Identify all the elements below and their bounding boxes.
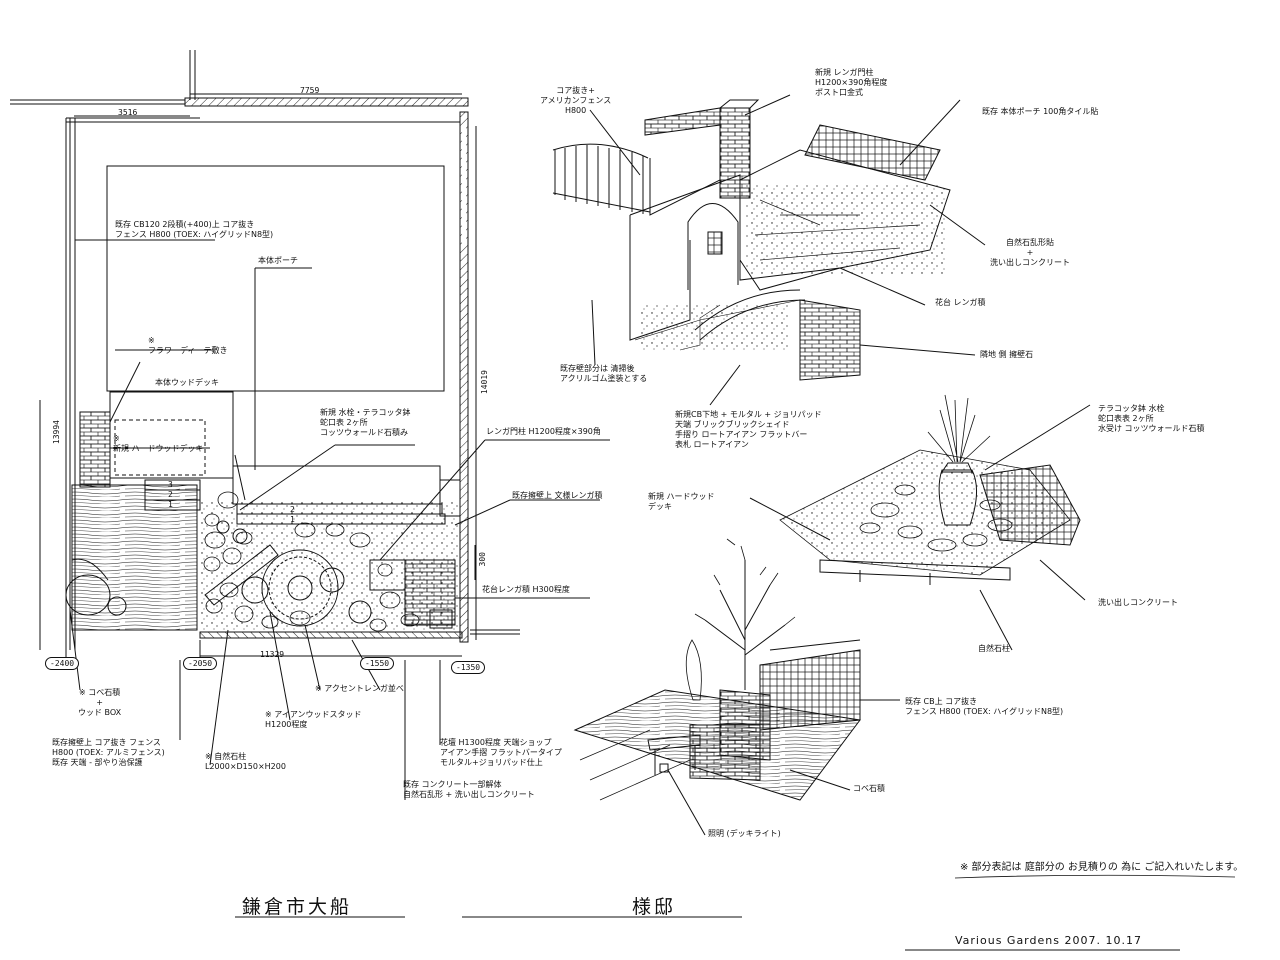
dim-left-total: 13994 <box>52 420 61 445</box>
label-existing-fence: 既存 CB120 2段積(+400)上 コア抜き フェンス H800 (TOEX… <box>115 220 274 239</box>
level-marker: -2050 <box>183 657 218 670</box>
label-flower-brick: 花台 レンガ積 <box>935 298 986 307</box>
label-house-porch: 本体ポーチ <box>258 256 298 265</box>
label-porch-tile: 既存 本体ポーチ 100角タイル貼 <box>982 107 1099 116</box>
label-kobe-sketch: コベ石積 <box>853 784 885 793</box>
title-client: 様邸 <box>632 896 677 918</box>
label-new-cb: 新規CB下地 + モルタル + ジョリパッド 天端 ブリックブリックシェイド 手… <box>675 410 822 449</box>
step-number: 1 <box>168 500 173 509</box>
label-existing-wall-fence: 既存擁壁上 コア抜き フェンス H800 (TOEX: アルミフェンス) 既存 … <box>52 738 165 767</box>
label-core-fence: コア抜き+ アメリカンフェンス H800 <box>540 86 612 115</box>
label-brick-gate: 新規 レンガ門柱 H1200×390角程度 ポスト口金式 <box>815 68 888 97</box>
level-marker: -1550 <box>360 657 395 670</box>
step-number: 2 <box>168 490 173 499</box>
label-stone-pillar: 自然石柱 <box>978 644 1010 653</box>
title-block <box>235 874 1236 951</box>
label-light: 照明 (デッキライト) <box>708 829 781 838</box>
step-number: 3 <box>168 480 173 489</box>
estimate-note: ※ 部分表記は 庭部分の お見積りの 為に ご記入れいたします。 <box>960 862 1244 873</box>
label-faucet: 新規 水栓・テラコッタ鉢 蛇口表 2ヶ所 コッツウォールド石積み <box>320 408 411 437</box>
label-neighbor-wall: 隣地 側 擁壁石 <box>980 350 1034 359</box>
dim-300: 300 <box>478 552 487 567</box>
label-hardwood-deck: ※ 新規 ハードウッドデッキ <box>113 434 204 453</box>
label-flagstone: 自然石乱形貼 + 洗い出しコンクリート <box>990 238 1070 267</box>
label-fence-sketch: 既存 CB上 コア抜き フェンス H800 (TOEX: ハイグリッドN8型) <box>905 697 1064 716</box>
label-pergola-note: ※ フラワーディーテ敷き <box>148 336 228 355</box>
dim-top-total: 7759 <box>300 86 320 95</box>
step-number: 2 <box>290 505 295 514</box>
label-washed-concrete: 洗い出しコンクリート <box>1098 598 1178 607</box>
label-flower-bed: 花台レンガ積 H300程度 <box>482 585 570 594</box>
label-concrete-note: 既存 コンクリート一部解体 自然石乱形 + 洗い出しコンクリート <box>403 780 535 799</box>
step-number: 1 <box>290 515 295 524</box>
label-wood-deck: 本体ウッドデッキ <box>155 378 219 387</box>
sketch-gate-path <box>552 94 986 406</box>
label-kobe-stone: ※ コベ石積 + ウッド BOX <box>78 688 122 717</box>
level-marker: -1350 <box>451 661 486 674</box>
sketch-deck-light <box>573 538 900 836</box>
site-plan <box>10 50 610 800</box>
footer-credit-date: Various Gardens 2007. 10.17 <box>955 934 1142 947</box>
label-accent-brick: ※ アクセントレンガ並べ <box>315 684 404 693</box>
dim-top-left: 3516 <box>118 108 138 117</box>
title-location: 鎌倉市大船 <box>242 896 353 918</box>
label-hardwood-sketch: 新規 ハードウッド デッキ <box>648 492 715 511</box>
label-brick-pillar: レンガ門柱 H1200程度×390角 <box>486 427 601 436</box>
dim-right-total: 14019 <box>480 370 489 395</box>
label-iron-stud: ※ アイアンウッドスタッド H1200程度 <box>265 710 362 729</box>
label-faucet-sketch: テラコッタ鉢 水栓 蛇口表表 2ヶ所 水受け コッツウォールド石積 <box>1098 404 1205 433</box>
label-planter: 花壇 H1300程度 天端ショップ アイアン手摺 フラットバータイプ モルタル+… <box>440 738 562 767</box>
sketch-faucet <box>749 394 1091 651</box>
level-marker: -2400 <box>45 657 80 670</box>
label-natural-stone: ※ 自然石柱 L2000×D150×H200 <box>205 752 286 771</box>
label-existing-wall: 既存擁壁上 文様レンガ積 <box>512 491 603 500</box>
dim-bottom-total: 11329 <box>260 650 285 659</box>
label-wall-paint: 既存壁部分は 清掃後 アクリルゴム塗装とする <box>560 364 648 383</box>
